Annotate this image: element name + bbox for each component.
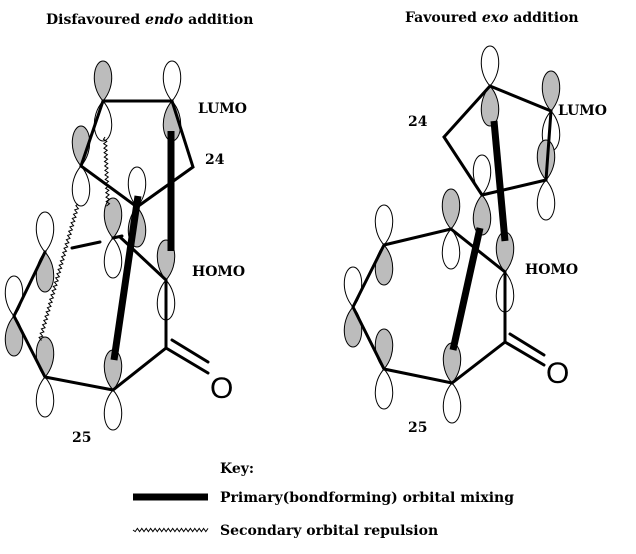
- compound-25-label-right: 25: [408, 420, 427, 436]
- key-primary-label: Primary(bondforming) orbital mixing: [220, 490, 514, 506]
- unshaded-lobe: [35, 376, 55, 418]
- lumo-label-left: LUMO: [198, 101, 247, 117]
- dienophile-bonds-left: [12, 235, 168, 392]
- title-exo: Favoured exo addition: [405, 10, 579, 26]
- homo-label-right: HOMO: [525, 262, 578, 278]
- unshaded-lobe: [103, 389, 123, 431]
- shaded-lobe: [4, 315, 24, 357]
- title-endo: Disfavoured endo addition: [46, 12, 253, 28]
- shaded-lobe: [103, 197, 123, 239]
- shaded-lobe: [35, 336, 55, 378]
- shaded-lobe: [343, 306, 363, 348]
- compound-24-label-left: 24: [205, 152, 225, 168]
- shaded-lobe: [374, 328, 394, 370]
- unshaded-lobe: [442, 382, 462, 424]
- lumo-label-right: LUMO: [558, 103, 607, 119]
- exo-structure: LUMO 24 HOMO 25 O: [351, 84, 607, 436]
- primary-mixing-line: [490, 120, 509, 242]
- shaded-lobe: [93, 60, 113, 102]
- oxygen-label-left: O: [210, 372, 233, 405]
- dienophile-bonds-right: [351, 227, 507, 385]
- oxygen-label-right: O: [546, 357, 569, 390]
- compound-24-label-right: 24: [408, 114, 428, 130]
- secondary-repulsion-line: [38, 203, 80, 341]
- unshaded-lobe: [536, 179, 556, 221]
- unshaded-lobe: [374, 204, 394, 246]
- primary-mixing-line: [110, 195, 142, 361]
- shaded-lobe: [35, 251, 55, 293]
- diene-ring-bonds-right: [442, 84, 553, 197]
- unshaded-lobe: [35, 211, 55, 253]
- primary-mixing-line: [449, 227, 484, 351]
- key-title: Key:: [220, 461, 254, 477]
- key-secondary-label: Secondary orbital repulsion: [220, 523, 438, 539]
- key-secondary-line-sample: [132, 527, 209, 533]
- secondary-repulsion-line: [102, 136, 111, 207]
- shaded-lobe: [441, 188, 461, 230]
- homo-label-left: HOMO: [192, 264, 245, 280]
- unshaded-lobe: [374, 368, 394, 410]
- endo-structure: LUMO 24 HOMO 25 O: [12, 99, 247, 446]
- diene-ring-bonds-left: [79, 99, 195, 209]
- unshaded-lobe: [472, 154, 492, 196]
- compound-25-label-left: 25: [72, 430, 91, 446]
- unshaded-lobe: [162, 60, 182, 102]
- key: Key: Primary(bondforming) orbital mixing…: [132, 461, 514, 539]
- unshaded-lobe: [4, 275, 24, 317]
- shaded-lobe: [374, 244, 394, 286]
- unshaded-lobe: [103, 237, 123, 279]
- unshaded-lobe: [343, 266, 363, 308]
- unshaded-lobe: [480, 45, 500, 87]
